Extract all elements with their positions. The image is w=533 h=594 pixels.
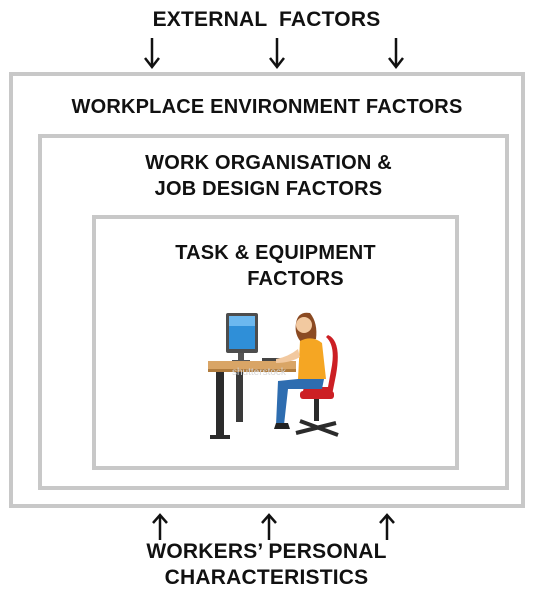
up-arrow-icon bbox=[375, 512, 399, 552]
work-organisation-label-line1: WORK ORGANISATION & bbox=[145, 152, 392, 174]
down-arrow-icon bbox=[265, 36, 289, 76]
workplace-environment-box bbox=[9, 72, 525, 508]
up-arrow-icon bbox=[148, 512, 172, 552]
task-equipment-box bbox=[92, 215, 459, 470]
up-arrow-icon bbox=[257, 512, 281, 552]
task-equipment-label-line1: TASK & EQUIPMENT bbox=[175, 242, 376, 264]
down-arrow-icon bbox=[140, 36, 164, 76]
work-organisation-label-line2: JOB DESIGN FACTORS bbox=[154, 178, 383, 200]
work-organisation-box bbox=[38, 134, 509, 490]
person-at-computer-icon: shutterstock bbox=[200, 305, 350, 443]
task-equipment-label-line2: FACTORS bbox=[247, 268, 344, 290]
external-factors-label: EXTERNAL FACTORS bbox=[152, 8, 381, 31]
workers-characteristics-label-line2: CHARACTERISTICS bbox=[164, 566, 369, 589]
watermark-text: shutterstock bbox=[232, 367, 286, 378]
down-arrow-icon bbox=[384, 36, 408, 76]
workplace-environment-label: WORKPLACE ENVIRONMENT FACTORS bbox=[71, 96, 463, 118]
workers-characteristics-label-line1: WORKERS’ PERSONAL bbox=[146, 540, 387, 563]
